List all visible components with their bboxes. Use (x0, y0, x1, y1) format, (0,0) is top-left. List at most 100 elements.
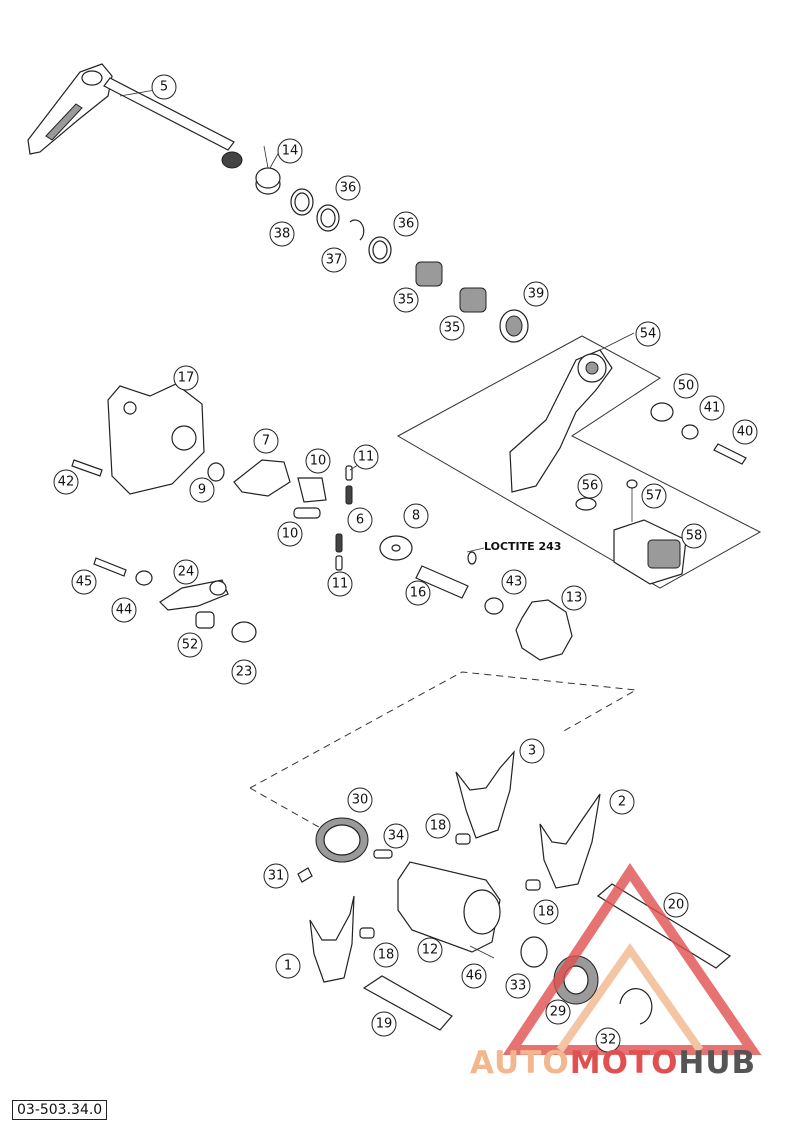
callout-label: 19 (376, 1017, 393, 1032)
callout-label: 46 (466, 969, 483, 984)
callout-circle (673, 373, 699, 399)
callout-circle (439, 315, 465, 341)
callout-label: 50 (678, 379, 695, 394)
callout-label: 56 (582, 479, 599, 494)
callout-label: 23 (236, 665, 253, 680)
callout-label: 9 (198, 483, 206, 498)
watermark-part-moto: MOTO (569, 1045, 679, 1081)
callout-circle (371, 1011, 397, 1037)
callout-circle (53, 469, 79, 495)
callout-label: 45 (76, 575, 93, 590)
callout-label: 6 (356, 513, 364, 528)
callout-label: 29 (550, 1005, 567, 1020)
callout-circle (501, 569, 527, 595)
callout-circle (403, 503, 429, 529)
callout-circle (663, 892, 689, 918)
callout-label: 20 (668, 898, 685, 913)
callout-circle (275, 953, 301, 979)
callout-markers: 5 14 36 38 37 36 35 39 35 54 17 7 10 11 … (53, 74, 758, 1053)
shift-pedal-part (509, 349, 613, 493)
callout-circle (263, 863, 289, 889)
watermark-text: AUTOMOTOHUB (470, 1045, 756, 1081)
callout-circle (635, 321, 661, 347)
callout-circle (231, 659, 257, 685)
callout-label: 18 (538, 905, 555, 920)
callout-circle (383, 823, 409, 849)
callout-circle (681, 523, 707, 549)
callout-circle (519, 738, 545, 764)
callout-circle (173, 365, 199, 391)
callout-circle (505, 973, 531, 999)
callout-label: 12 (422, 943, 439, 958)
callout-circle (71, 569, 97, 595)
callout-circle (347, 787, 373, 813)
callout-label: 17 (178, 371, 195, 386)
callout-label: 34 (388, 829, 405, 844)
callout-circle (533, 899, 559, 925)
callout-label: 10 (310, 454, 327, 469)
callout-label: 43 (506, 575, 523, 590)
callout-circle (253, 428, 279, 454)
callout-label: 30 (352, 793, 369, 808)
callout-label: 41 (704, 401, 721, 416)
callout-label: 44 (116, 603, 133, 618)
callout-circle (699, 395, 725, 421)
callout-label: 5 (160, 80, 168, 95)
callout-circle (277, 521, 303, 547)
callout-circle (373, 942, 399, 968)
watermark-part-auto: AUTO (470, 1045, 570, 1081)
callout-circle (609, 789, 635, 815)
return-spring-part (255, 145, 281, 195)
callout-circle (305, 448, 331, 474)
callout-circle (461, 963, 487, 989)
callout-label: 16 (410, 586, 427, 601)
callout-label: 36 (340, 181, 357, 196)
callout-label: 31 (268, 869, 285, 884)
callout-label: 11 (358, 450, 375, 465)
callout-label: 37 (326, 253, 343, 268)
callout-label: 18 (430, 819, 447, 834)
callout-label: 52 (182, 638, 199, 653)
callout-circle (177, 632, 203, 658)
callout-label: 24 (178, 565, 195, 580)
callout-label: 10 (282, 527, 299, 542)
callout-label: 14 (282, 144, 299, 159)
callout-label: 32 (600, 1033, 617, 1048)
callout-circle (327, 571, 353, 597)
callout-label: 3 (528, 744, 536, 759)
callout-circle (417, 937, 443, 963)
callout-circle (405, 580, 431, 606)
watermark-triangle (502, 863, 762, 1055)
callout-label: 38 (274, 227, 291, 242)
callout-label: 40 (737, 425, 754, 440)
callout-circle (561, 585, 587, 611)
callout-label: 18 (378, 948, 395, 963)
callout-circle (189, 477, 215, 503)
callout-label: 2 (618, 795, 626, 810)
callout-label: 54 (640, 327, 657, 342)
callout-circle (347, 507, 373, 533)
reference-code: 03-503.34.0 (12, 1100, 108, 1120)
callout-circle (393, 287, 419, 313)
callout-circle (173, 559, 199, 585)
watermark-part-hub: HUB (678, 1045, 757, 1081)
callout-circle (335, 175, 361, 201)
callout-label: 35 (398, 293, 415, 308)
callout-label: 1 (284, 959, 292, 974)
callout-circle (577, 473, 603, 499)
callout-circle (151, 74, 177, 100)
callout-circle (393, 211, 419, 237)
callout-label: 57 (646, 489, 663, 504)
callout-label: 58 (686, 529, 703, 544)
callout-label: 42 (58, 475, 75, 490)
callout-label: 13 (566, 591, 583, 606)
callout-label: 11 (332, 577, 349, 592)
callout-circle (277, 138, 303, 164)
callout-circle (523, 281, 549, 307)
callout-circle (321, 247, 347, 273)
callout-circle (641, 483, 667, 509)
callout-circle (595, 1027, 621, 1053)
callout-label: 7 (262, 434, 270, 449)
callout-circle (425, 813, 451, 839)
